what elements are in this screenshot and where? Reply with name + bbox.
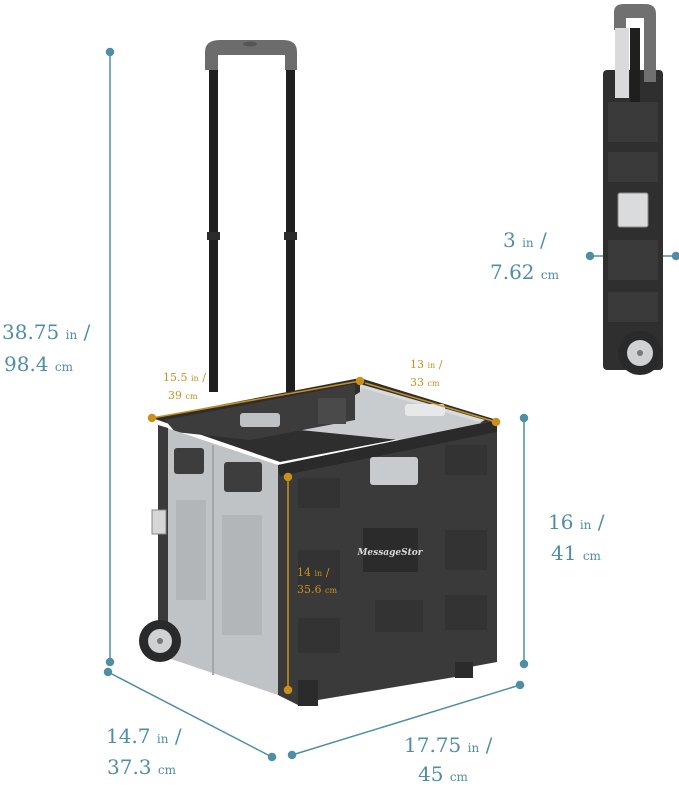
depth-cm-value: 37.3 — [107, 755, 152, 779]
inner-depth-cm-value: 39 — [168, 389, 182, 402]
folded-label-cm: 7.62 cm — [490, 262, 559, 282]
inner-depth-cm-unit: cm — [186, 392, 198, 401]
width-cm-value: 45 — [418, 762, 443, 786]
total-height-slash: / — [84, 320, 91, 344]
crate-body: MessageStor — [152, 378, 497, 706]
inner-height-cm-unit: cm — [325, 586, 337, 595]
total-height-label-cm: 98.4 cm — [4, 354, 73, 374]
width-label-inches: 17.75 in / — [404, 735, 492, 755]
crate-height-in-value: 16 — [548, 510, 573, 534]
folded-in-value: 3 — [503, 228, 516, 252]
cart-wheel — [139, 620, 181, 662]
total-height-label-inches: 38.75 in / — [2, 322, 90, 342]
inner-width-slash: / — [439, 358, 443, 371]
inner-width-label-inches: 13 in / — [410, 359, 442, 370]
crate-height-label-cm: 41 cm — [551, 543, 601, 563]
folded-cm-value: 7.62 — [490, 260, 535, 284]
inner-height-in-value: 14 — [297, 566, 311, 579]
crate-height-label-inches: 16 in / — [548, 512, 605, 532]
inner-depth-in-value: 15.5 — [163, 371, 188, 384]
inner-height-cm-value: 35.6 — [297, 583, 322, 596]
inner-depth-in-unit: in — [191, 374, 199, 383]
inner-depth-slash: / — [202, 371, 206, 384]
folded-label-inches: 3 in / — [503, 230, 547, 250]
depth-cm-unit: cm — [158, 763, 176, 777]
inner-depth-label-cm: 39 cm — [168, 390, 198, 401]
inner-height-label-inches: 14 in / — [297, 567, 329, 578]
inner-width-in-unit: in — [428, 361, 436, 370]
total-height-in-unit: in — [66, 328, 78, 342]
depth-label-cm: 37.3 cm — [107, 757, 176, 777]
total-height-cm-unit: cm — [55, 360, 73, 374]
crate-height-cm-value: 41 — [551, 541, 576, 565]
width-in-unit: in — [468, 741, 480, 755]
folded-cm-unit: cm — [541, 268, 559, 282]
crate-height-dimension-line — [521, 415, 528, 668]
depth-in-unit: in — [157, 732, 169, 746]
total-height-in-value: 38.75 — [2, 320, 59, 344]
inner-height-slash: / — [326, 566, 330, 579]
inner-width-cm-unit: cm — [428, 379, 440, 388]
telescoping-handle — [205, 40, 297, 392]
folded-cart-side-view — [603, 4, 663, 375]
brand-logo-text: MessageStor — [356, 548, 423, 558]
folded-slash: / — [540, 228, 547, 252]
crate-height-in-unit: in — [580, 518, 592, 532]
crate-height-cm-unit: cm — [583, 549, 601, 563]
crate-height-slash: / — [598, 510, 605, 534]
depth-in-value: 14.7 — [106, 724, 151, 748]
inner-depth-label-inches: 15.5 in / — [163, 372, 206, 383]
inner-height-label-cm: 35.6 cm — [297, 584, 337, 595]
depth-label-inches: 14.7 in / — [106, 726, 182, 746]
inner-width-in-value: 13 — [410, 358, 424, 371]
total-height-dimension-line — [107, 49, 114, 666]
width-slash: / — [486, 733, 493, 757]
width-label-cm: 45 cm — [418, 764, 468, 784]
inner-width-label-cm: 33 cm — [410, 377, 440, 388]
inner-width-cm-value: 33 — [410, 376, 424, 389]
width-in-value: 17.75 — [404, 733, 461, 757]
total-height-cm-value: 98.4 — [4, 352, 49, 376]
folded-in-unit: in — [522, 236, 534, 250]
width-cm-unit: cm — [450, 770, 468, 784]
inner-height-in-unit: in — [315, 569, 323, 578]
depth-slash: / — [175, 724, 182, 748]
